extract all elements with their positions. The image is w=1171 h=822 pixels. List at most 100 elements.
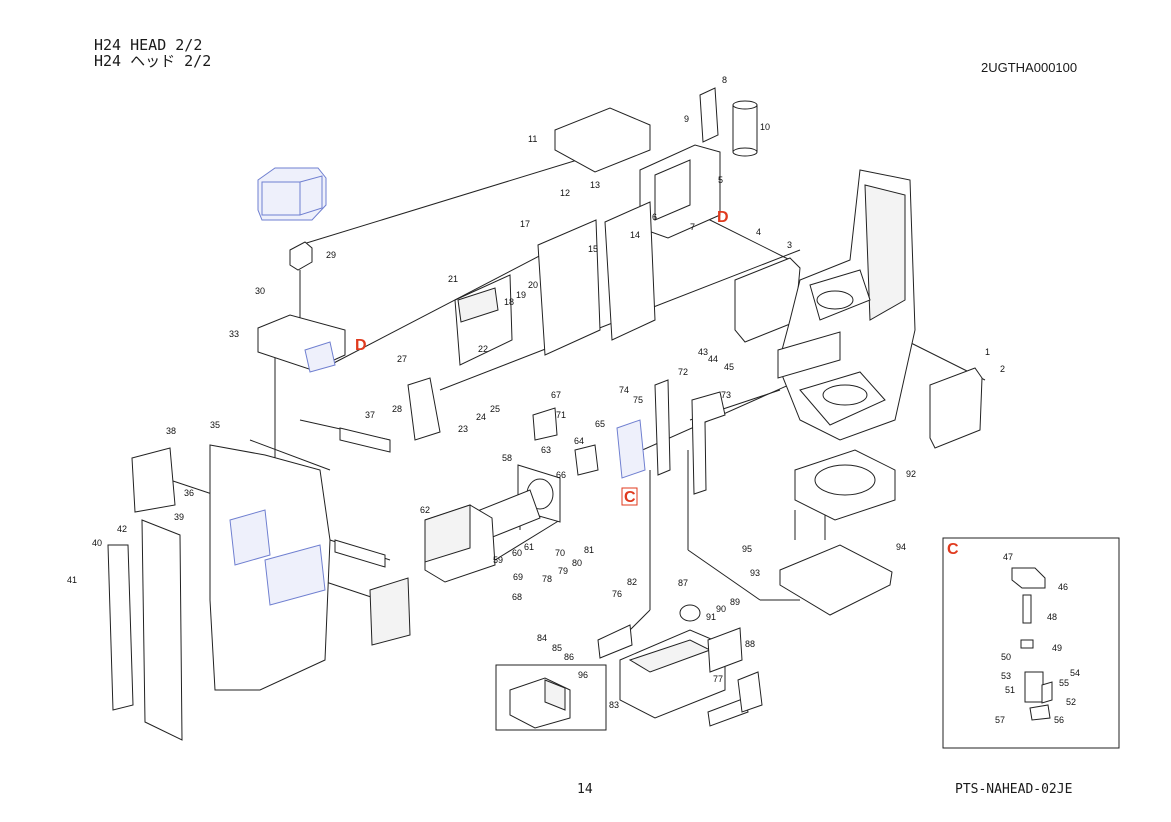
part-10-roller — [732, 104, 758, 153]
part-72-bracket — [654, 379, 671, 476]
callout-91: 91 — [706, 612, 716, 622]
callout-79: 79 — [558, 566, 568, 576]
callout-46: 46 — [1058, 582, 1068, 592]
part-29-bracket — [289, 241, 313, 271]
callout-54: 54 — [1070, 668, 1080, 678]
callout-71: 71 — [556, 410, 566, 420]
callout-87: 87 — [678, 578, 688, 588]
callout-7: 7 — [690, 222, 695, 232]
callout-50: 50 — [1001, 652, 1011, 662]
callout-6: 6 — [652, 212, 657, 222]
part-38-label-right — [369, 577, 411, 646]
part-code: 2UGTHA000100 — [981, 60, 1078, 75]
callout-23: 23 — [458, 424, 468, 434]
callout-12: 12 — [560, 188, 570, 198]
part-8-bracket — [699, 87, 719, 143]
callout-14: 14 — [630, 230, 640, 240]
callout-77: 77 — [713, 674, 723, 684]
ref-d-upper: D — [717, 209, 729, 226]
callout-78: 78 — [542, 574, 552, 584]
part-1-cover — [929, 367, 983, 449]
callout-88: 88 — [745, 639, 755, 649]
callout-74: 74 — [619, 385, 629, 395]
callout-44: 44 — [708, 354, 718, 364]
callout-94: 94 — [896, 542, 906, 552]
doc-code: PTS-NAHEAD-02JE — [955, 782, 1073, 797]
callout-33: 33 — [229, 329, 239, 339]
callout-41: 41 — [67, 575, 77, 585]
callout-18: 18 — [504, 297, 514, 307]
callout-11: 11 — [528, 134, 537, 144]
part-82-bracket — [737, 671, 763, 713]
callout-43: 43 — [698, 347, 708, 357]
ref-d-left: D — [355, 337, 367, 354]
callout-58: 58 — [502, 453, 512, 463]
diagram-title-ja: H24 ヘッド 2/2 — [94, 52, 212, 70]
callout-82: 82 — [627, 577, 637, 587]
part-51-part — [1024, 671, 1044, 703]
callout-55: 55 — [1059, 678, 1069, 688]
callout-96: 96 — [578, 670, 588, 680]
callout-47: 47 — [1003, 552, 1013, 562]
callout-9: 9 — [684, 114, 689, 124]
callout-38: 38 — [166, 426, 176, 436]
callout-95: 95 — [742, 544, 752, 554]
detail-box-c — [942, 537, 1120, 749]
callout-65: 65 — [595, 419, 605, 429]
part-94-tray — [779, 544, 893, 616]
callout-92: 92 — [906, 469, 916, 479]
callout-63: 63 — [541, 445, 551, 455]
part-49-part — [1020, 639, 1034, 649]
part-64-sensor — [574, 444, 599, 476]
page-number: 14 — [577, 782, 593, 797]
callout-51: 51 — [1005, 685, 1015, 695]
callout-21: 21 — [448, 274, 458, 284]
callout-19: 19 — [516, 290, 526, 300]
callout-49: 49 — [1052, 643, 1062, 653]
part-96-inset — [495, 664, 607, 731]
part-73-bracket — [691, 391, 726, 495]
callout-68: 68 — [512, 592, 522, 602]
callout-59: 59 — [493, 555, 503, 565]
callout-10: 10 — [760, 122, 770, 132]
callout-25: 25 — [490, 404, 500, 414]
callout-5: 5 — [718, 175, 723, 185]
callout-75: 75 — [633, 395, 643, 405]
part-48-shaft — [1022, 594, 1032, 624]
callout-70: 70 — [555, 548, 565, 558]
callout-20: 20 — [528, 280, 538, 290]
callout-93: 93 — [750, 568, 760, 578]
callout-22: 22 — [478, 344, 488, 354]
part-37-sensor-lower — [334, 539, 386, 568]
callout-80: 80 — [572, 558, 582, 568]
callout-57: 57 — [995, 715, 1005, 725]
callout-56: 56 — [1054, 715, 1064, 725]
ref-c: C — [624, 489, 636, 506]
callout-27: 27 — [397, 354, 407, 364]
callout-8: 8 — [722, 75, 727, 85]
callout-42: 42 — [117, 524, 127, 534]
callout-53: 53 — [1001, 671, 1011, 681]
callout-28: 28 — [392, 404, 402, 414]
callout-85: 85 — [552, 643, 562, 653]
part-77-bracket — [707, 697, 749, 727]
callout-40: 40 — [92, 538, 102, 548]
main-frame — [777, 169, 916, 441]
callout-52: 52 — [1066, 697, 1076, 707]
callout-72: 72 — [678, 367, 688, 377]
part-17-board — [537, 219, 601, 356]
part-67-holder — [532, 407, 558, 441]
callout-4: 4 — [756, 227, 761, 237]
callout-84: 84 — [537, 633, 547, 643]
callout-66: 66 — [556, 470, 566, 480]
callout-45: 45 — [724, 362, 734, 372]
callout-30: 30 — [255, 286, 265, 296]
callout-35: 35 — [210, 420, 220, 430]
part-11-plate — [554, 107, 651, 173]
diagram-title: H24 HEAD 2/2 — [94, 36, 203, 54]
callout-76: 76 — [612, 589, 622, 599]
callout-90: 90 — [716, 604, 726, 614]
part-87-ring — [679, 604, 701, 622]
callout-1: 1 — [985, 347, 990, 357]
